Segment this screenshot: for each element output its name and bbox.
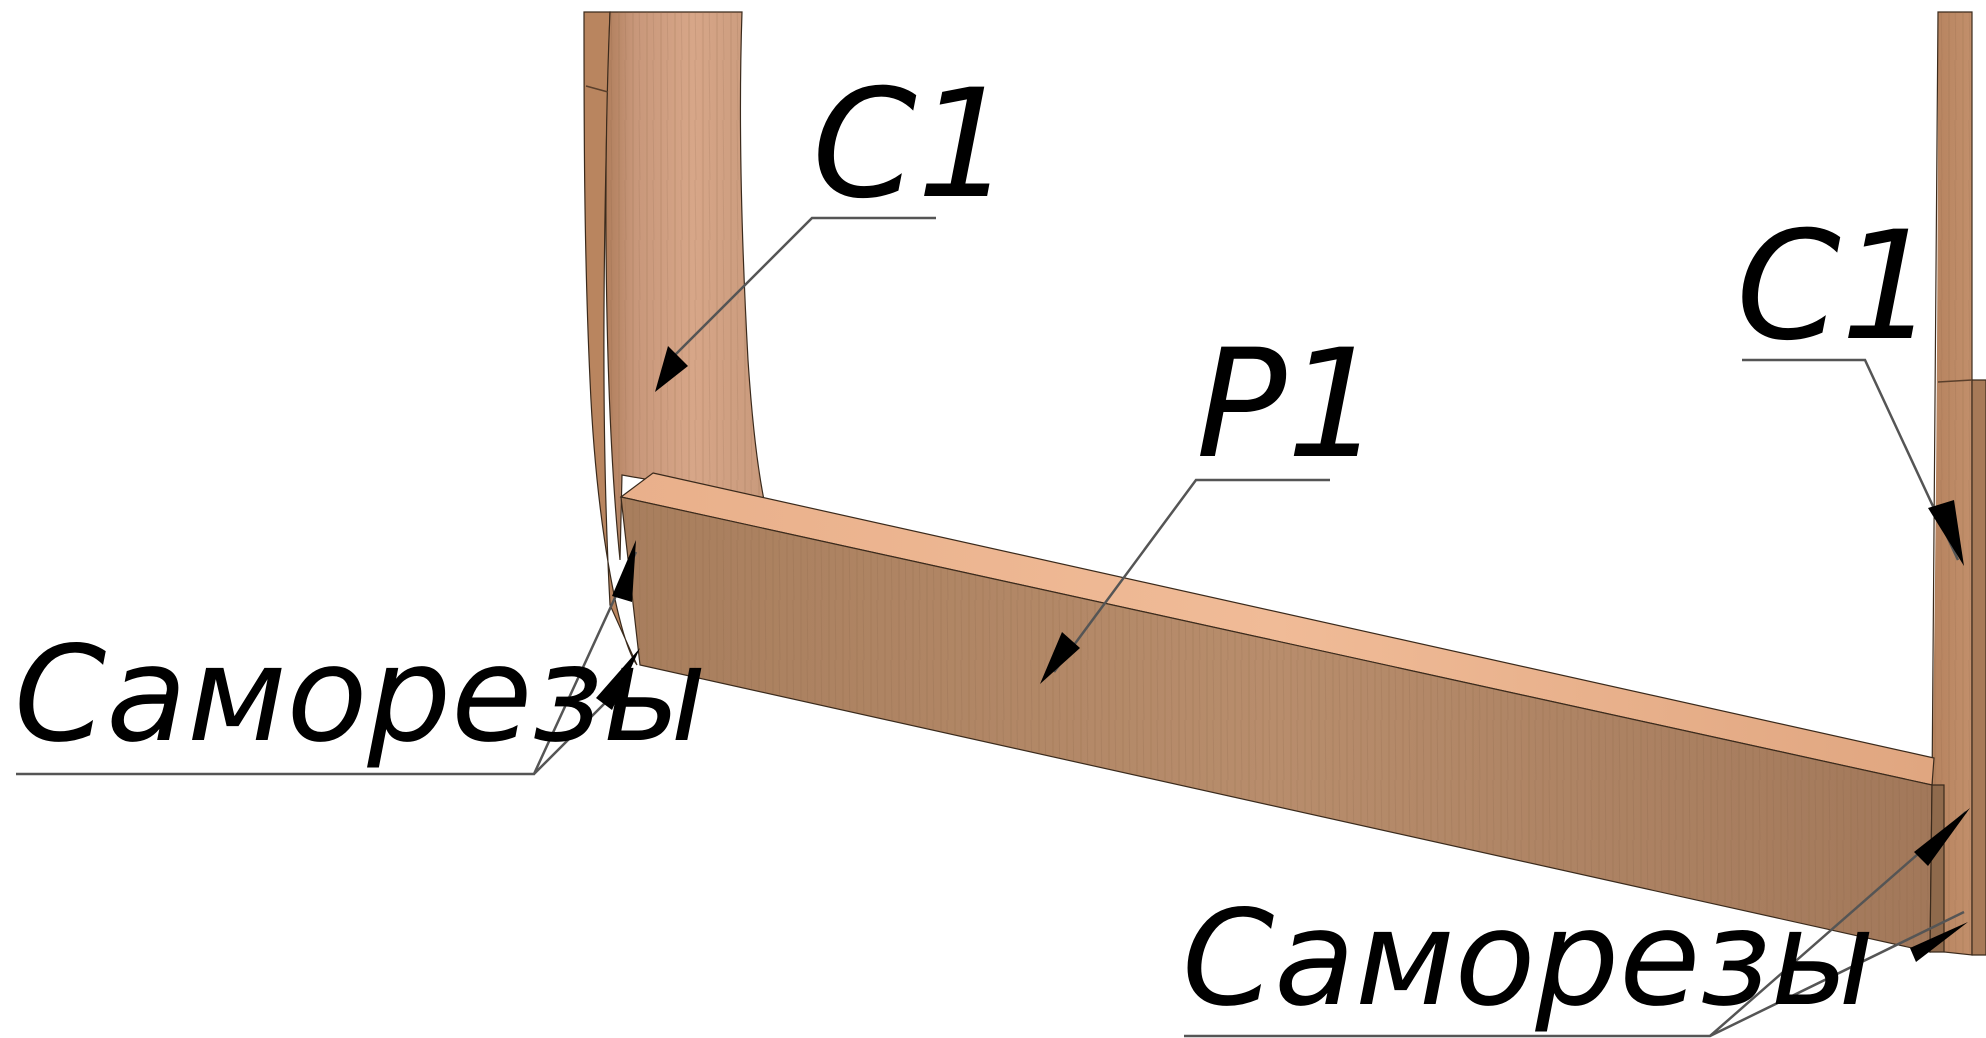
arrowhead-screws-right-upper bbox=[1914, 808, 1970, 866]
arrowhead-bottom-rail bbox=[1040, 632, 1080, 684]
bottom-rail-end bbox=[1929, 784, 1945, 953]
arrowhead-side-right bbox=[1928, 500, 1964, 566]
label-screws-left: Саморезы bbox=[14, 618, 707, 772]
leader-bottom-rail bbox=[1052, 478, 1330, 673]
label-bottom-rail: Р1 bbox=[1196, 318, 1382, 492]
arrowhead-screws-left-lower bbox=[596, 648, 640, 710]
right-side-edge bbox=[1971, 379, 1986, 956]
leader-side-right bbox=[1742, 358, 1960, 561]
label-side-left: С1 bbox=[812, 58, 1012, 232]
leader-side-left bbox=[669, 216, 936, 361]
left-side-outer-edge bbox=[583, 11, 638, 666]
arrowhead-screws-left-upper bbox=[612, 540, 636, 602]
leader-screws-right bbox=[1184, 811, 1967, 1038]
left-side-seam bbox=[585, 85, 609, 93]
label-side-right: С1 bbox=[1736, 200, 1936, 374]
bottom-rail bbox=[619, 472, 1945, 953]
left-side-panel bbox=[583, 11, 765, 666]
arrowhead-side-left bbox=[655, 346, 688, 392]
right-side-seam bbox=[1937, 379, 1973, 383]
annotations bbox=[16, 216, 1970, 1038]
label-screws-right: Саморезы bbox=[1182, 882, 1875, 1036]
right-side-panel bbox=[1931, 11, 1986, 956]
arrowhead-screws-right-lower bbox=[1910, 922, 1968, 962]
